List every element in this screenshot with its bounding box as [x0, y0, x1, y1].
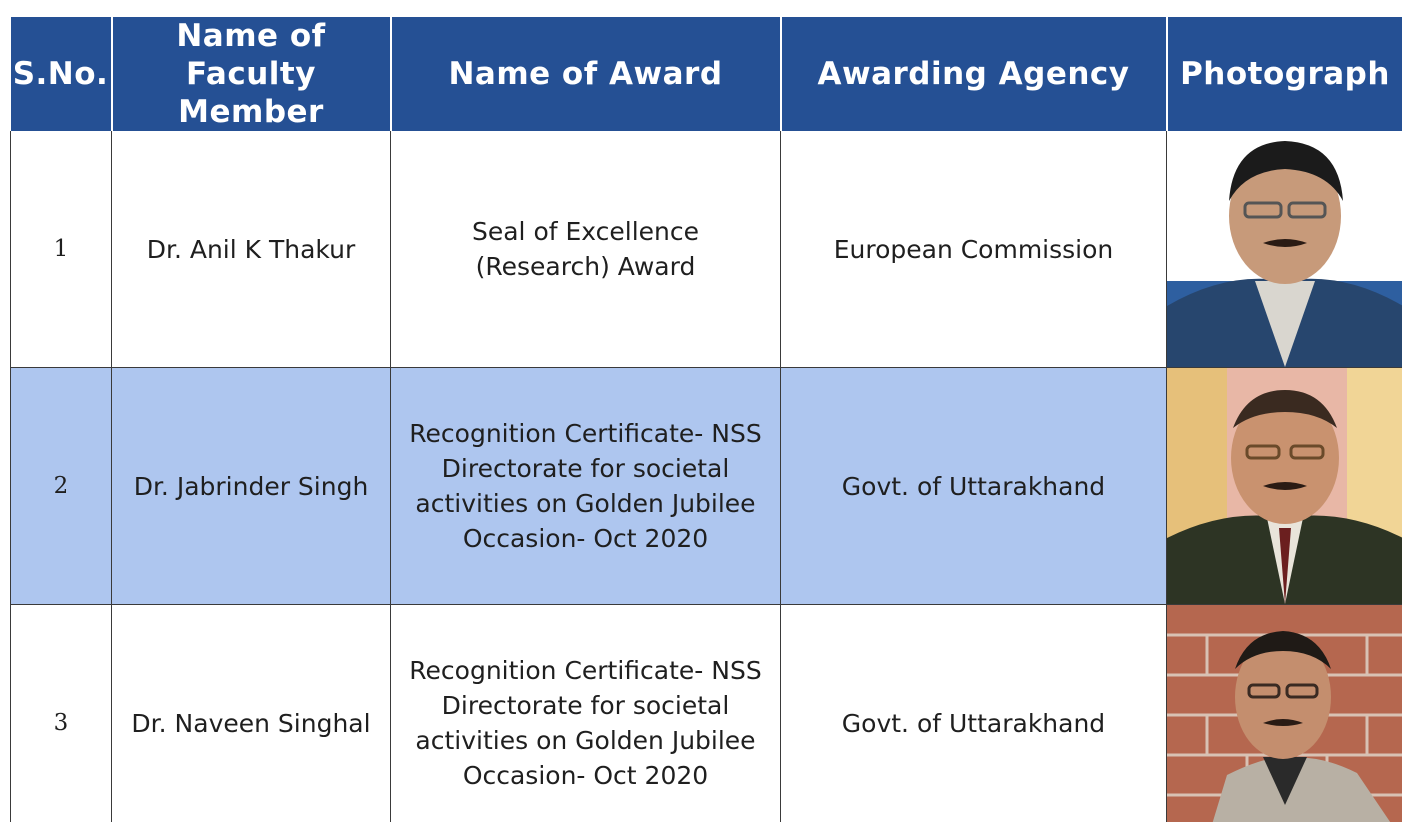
- photograph-cell: [1166, 131, 1402, 368]
- row-sno: 1: [10, 131, 112, 368]
- faculty-name: Dr. Naveen Singhal: [111, 604, 391, 822]
- header-faculty-name: Name of Faculty Member: [110, 17, 391, 131]
- awarding-agency: Govt. of Uttarakhand: [780, 604, 1167, 822]
- header-sno: S.No.: [10, 17, 112, 131]
- portrait-photo-icon: [1167, 605, 1402, 822]
- portrait-photo-icon: [1167, 368, 1402, 604]
- table-row: 2 Dr. Jabrinder Singh Recognition Certif…: [10, 367, 1402, 605]
- header-awarding-agency: Awarding Agency: [779, 17, 1167, 131]
- faculty-name: Dr. Jabrinder Singh: [111, 367, 391, 605]
- table-row: 3 Dr. Naveen Singhal Recognition Certifi…: [10, 604, 1402, 822]
- header-photograph: Photograph: [1165, 17, 1402, 131]
- header-award-name: Name of Award: [389, 17, 781, 131]
- awarding-agency: European Commission: [780, 131, 1167, 368]
- portrait-photo-icon: [1167, 131, 1402, 367]
- award-name: Recognition Certificate- NSS Directorate…: [390, 367, 781, 605]
- row-sno: 3: [10, 604, 112, 822]
- faculty-name: Dr. Anil K Thakur: [111, 131, 391, 368]
- table-row: 1 Dr. Anil K Thakur Seal of Excellence (…: [10, 131, 1402, 368]
- award-name: Recognition Certificate- NSS Directorate…: [390, 604, 781, 822]
- award-name: Seal of Excellence (Research) Award: [390, 131, 781, 368]
- row-sno: 2: [10, 367, 112, 605]
- photograph-cell: [1166, 367, 1402, 605]
- table-header-row: S.No. Name of Faculty Member Name of Awa…: [10, 17, 1402, 131]
- awarding-agency: Govt. of Uttarakhand: [780, 367, 1167, 605]
- faculty-awards-table: S.No. Name of Faculty Member Name of Awa…: [10, 17, 1402, 822]
- photograph-cell: [1166, 604, 1402, 822]
